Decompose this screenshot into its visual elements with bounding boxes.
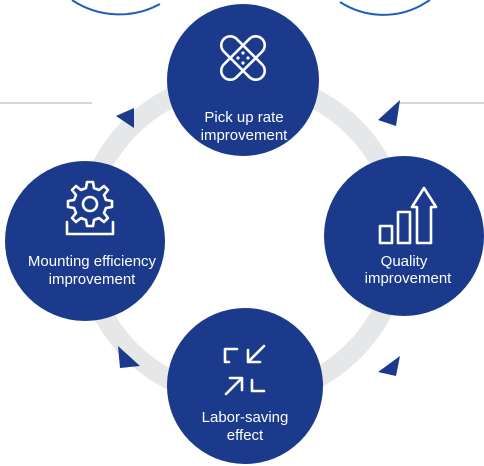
- node-quality-line1: Quality: [381, 253, 428, 270]
- node-mounting-circle: [5, 161, 165, 321]
- top-right-partial-circle: [339, 0, 431, 16]
- node-labor-line1: Labor-saving: [202, 409, 289, 426]
- node-labor: Labor-saving effect: [167, 308, 323, 464]
- bar-chart-up-arrow-icon: [378, 186, 438, 245]
- arrow-bottom-left: [118, 346, 140, 368]
- compress-arrows-icon: [223, 344, 266, 396]
- node-labor-line2: effect: [227, 427, 264, 444]
- node-pickup-line1: Pick up rate: [204, 109, 283, 126]
- node-mounting: Mounting efficiency improvement: [5, 161, 165, 321]
- node-quality-circle: [324, 156, 484, 316]
- node-pickup-circle: [167, 4, 319, 156]
- arrow-bottom-right: [378, 356, 400, 376]
- arrow-top-right: [378, 100, 400, 126]
- node-quality-line2: improvement: [365, 270, 453, 287]
- node-mounting-line2: improvement: [49, 271, 137, 288]
- gear-tray-icon: [65, 180, 115, 236]
- node-pickup-line2: improvement: [201, 127, 289, 144]
- bandage-icon: [219, 34, 267, 82]
- arrow-top-left: [116, 108, 134, 128]
- node-quality: Quality improvement: [324, 156, 484, 316]
- node-mounting-line1: Mounting efficiency: [28, 253, 157, 270]
- top-left-partial-circle: [71, 0, 161, 16]
- node-pickup: Pick up rate improvement: [167, 4, 319, 156]
- node-labor-circle: [167, 308, 323, 464]
